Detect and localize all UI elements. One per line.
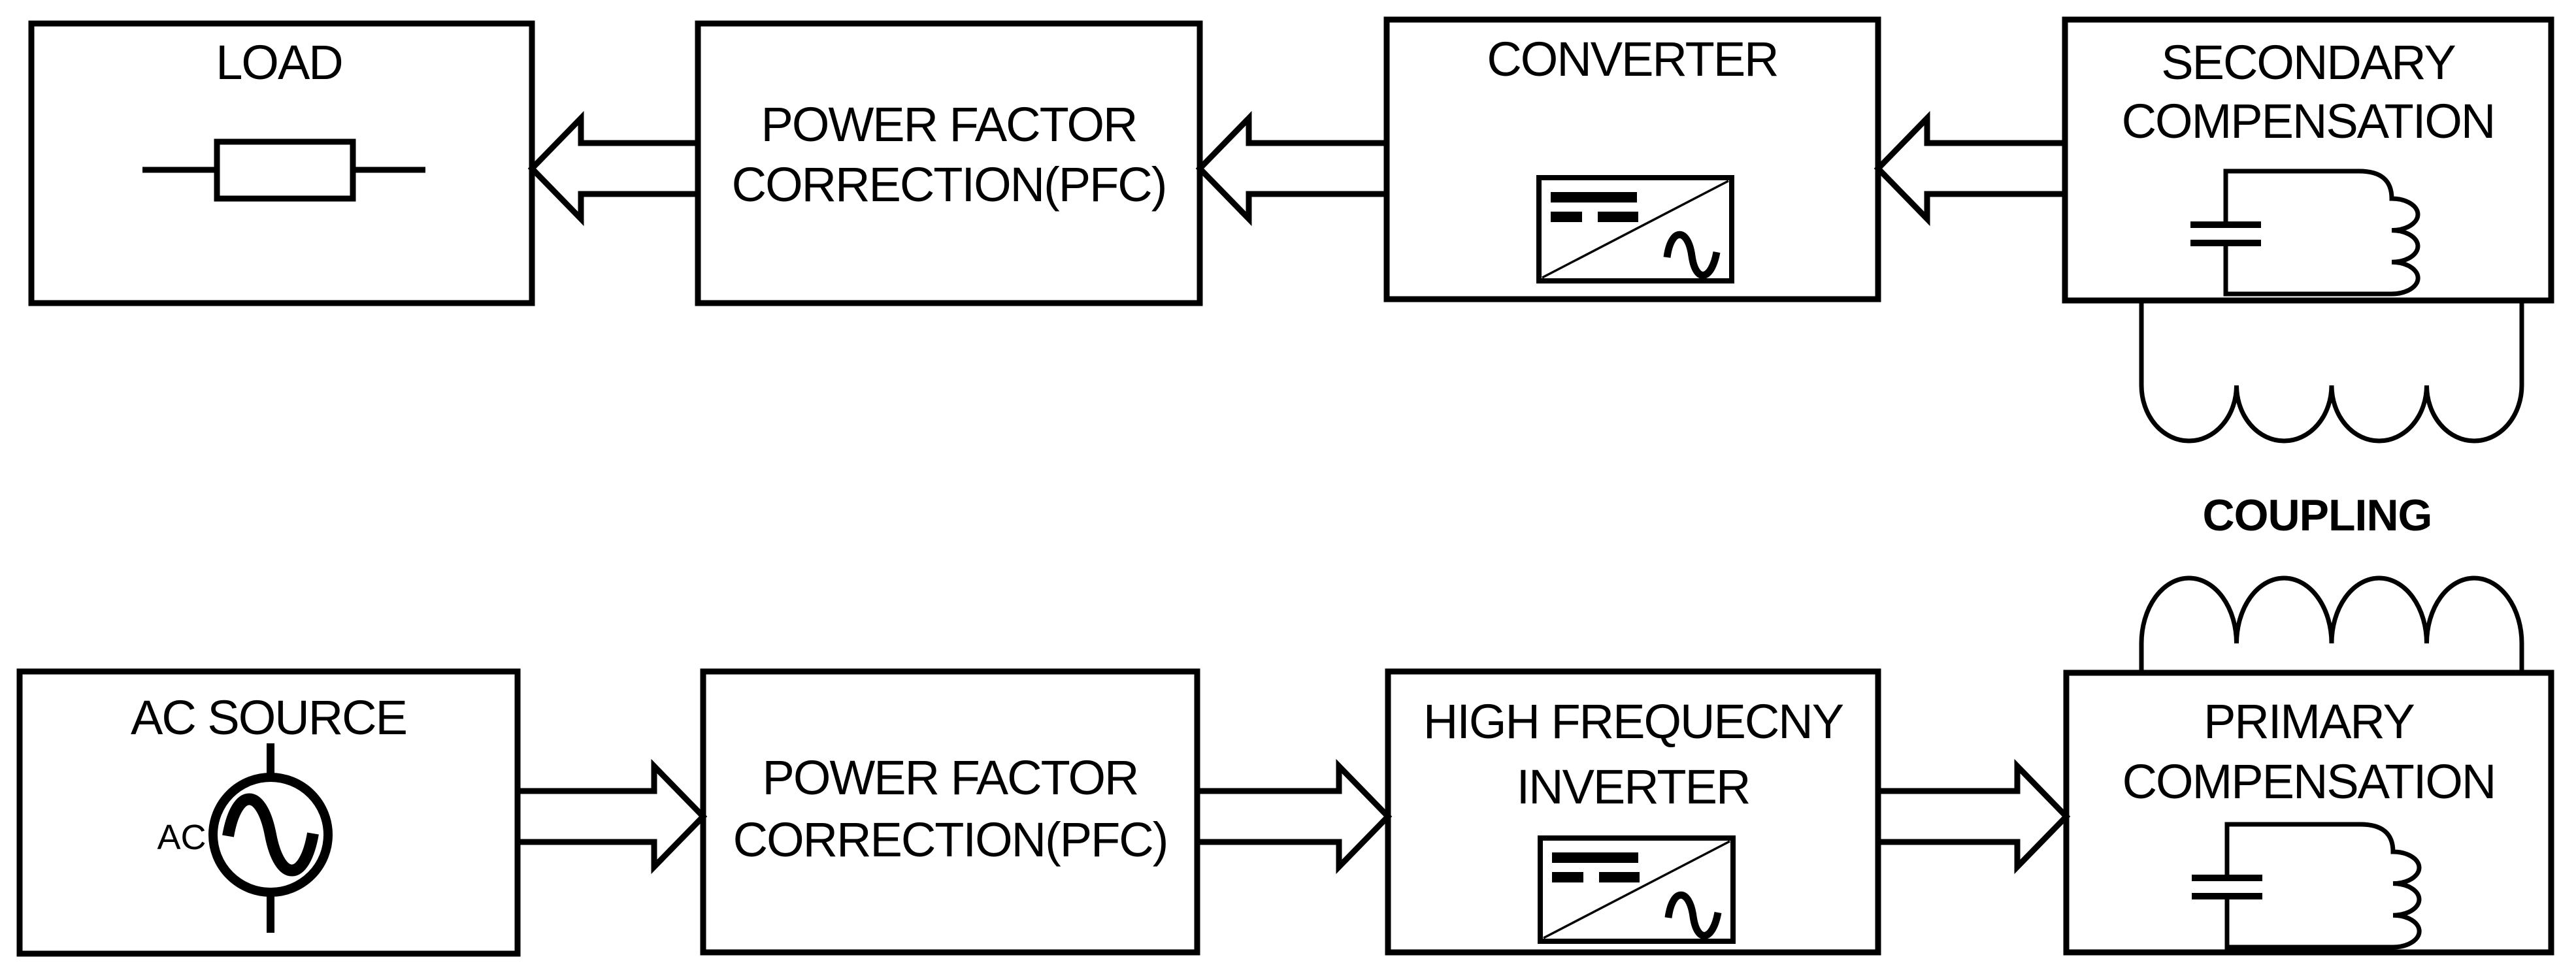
resistor-icon — [142, 138, 425, 202]
secondary-compensation-box — [2062, 16, 2554, 304]
resistor-body — [214, 138, 356, 202]
arrow-converter-to-pfc — [1195, 110, 1390, 227]
primary-label-line1: PRIMARY — [2204, 694, 2414, 749]
pfc-top-label-line1: POWER FACTOR — [761, 97, 1137, 152]
arrow-inverter-to-primary — [1875, 758, 2071, 875]
source-circle — [208, 773, 333, 897]
secondary-coupling-coil — [2139, 300, 2524, 444]
primary-compensation-block: PRIMARY COMPENSATION — [2063, 670, 2554, 956]
load-box — [28, 20, 535, 306]
ac-source-icon: AC — [157, 743, 333, 933]
hf-inverter-box — [1385, 668, 1881, 956]
converter-block: CONVERTER — [1383, 16, 1881, 302]
ac-symbol-label: AC — [157, 818, 206, 857]
secondary-label-line1: SECONDARY — [2161, 35, 2455, 89]
arrow-source-to-pfc — [514, 758, 708, 875]
arrow-secondary-to-converter — [1874, 110, 2068, 227]
load-block: LOAD — [28, 20, 535, 306]
primary-compensation-box — [2063, 670, 2554, 956]
pfc-top-block: POWER FACTOR CORRECTION(PFC) — [695, 20, 1203, 306]
converter-label: CONVERTER — [1487, 32, 1777, 86]
arrow-pfc-to-inverter — [1194, 758, 1393, 875]
load-label: LOAD — [216, 35, 342, 89]
inverter-icon — [1540, 838, 1733, 941]
converter-icon — [1539, 178, 1732, 281]
arrow-pfc-to-load — [527, 110, 701, 227]
coupling-label: COUPLING — [2203, 491, 2432, 540]
pfc-bottom-label-line2: CORRECTION(PFC) — [733, 813, 1168, 867]
primary-coupling-coil — [2139, 575, 2524, 673]
secondary-label-line2: COMPENSATION — [2122, 94, 2495, 148]
hf-inverter-label-line2: INVERTER — [1517, 760, 1750, 814]
hf-inverter-block: HIGH FREQUECNY INVERTER — [1385, 668, 1881, 956]
pfc-top-box — [695, 20, 1203, 306]
secondary-compensation-block: SECONDARY COMPENSATION — [2062, 16, 2554, 304]
pfc-bottom-label-line1: POWER FACTOR — [763, 751, 1138, 805]
ac-source-block: AC SOURCE AC — [16, 668, 521, 957]
coupling-section: COUPLING — [2139, 300, 2524, 673]
pfc-bottom-box — [700, 668, 1200, 956]
ac-source-label: AC SOURCE — [131, 690, 406, 745]
source-sine-wave — [222, 793, 319, 877]
pfc-top-label-line2: CORRECTION(PFC) — [732, 157, 1166, 212]
hf-inverter-label-line1: HIGH FREQUECNY — [1423, 694, 1843, 749]
primary-label-line2: COMPENSATION — [2122, 754, 2496, 809]
pfc-bottom-block: POWER FACTOR CORRECTION(PFC) — [700, 668, 1200, 956]
